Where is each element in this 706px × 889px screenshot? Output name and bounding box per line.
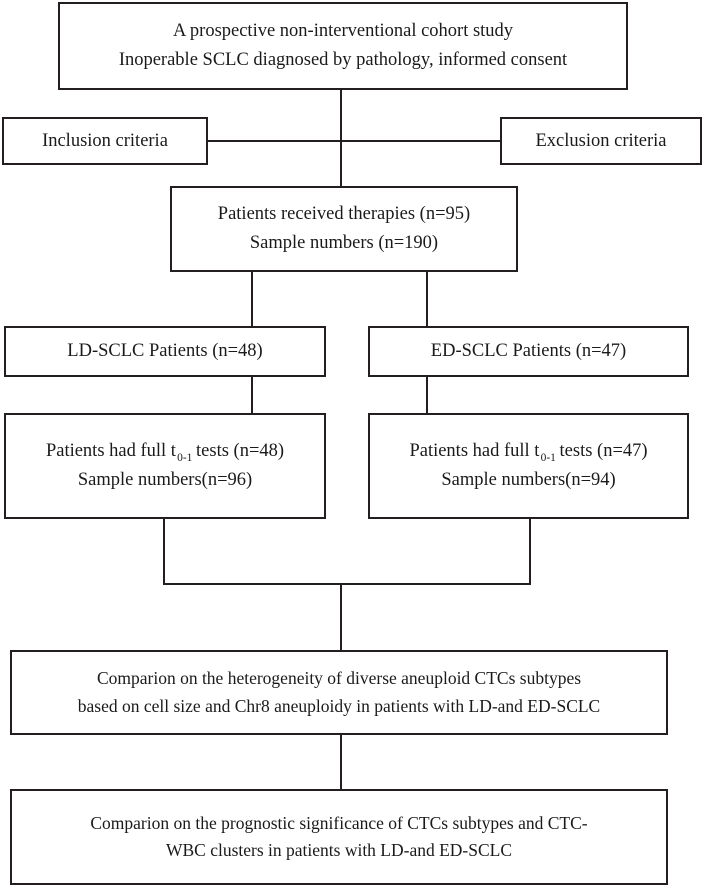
ld-patients-label: LD-SCLC Patients (n=48) (67, 341, 263, 362)
ed-tests-suffix: tests (n=47) (559, 441, 648, 462)
ed-tests-subscript: 0-1 (540, 452, 556, 465)
node-ld-sclc-patients: LD-SCLC Patients (n=48) (4, 326, 326, 377)
comparison-heterogeneity-line-1: Comparion on the heterogeneity of divers… (96, 668, 582, 689)
connector-heterogeneity-to-prognostic (340, 735, 342, 791)
node-comparison-heterogeneity: Comparion on the heterogeneity of divers… (10, 650, 668, 735)
ed-tests-prefix: Patients had full t (409, 441, 540, 462)
comparison-prognostic-line-1: Comparion on the prognostic significance… (90, 812, 588, 833)
node-enrolled-patients: Patients received therapies (n=95) Sampl… (170, 186, 518, 272)
ld-tests-subscript: 0-1 (177, 452, 193, 465)
node-study-header: A prospective non-interventional cohort … (58, 2, 628, 90)
ld-tests-prefix: Patients had full t (45, 441, 176, 462)
comparison-prognostic-line-2: WBC clusters in patients with LD-and ED-… (165, 840, 513, 860)
connector-exclusion-to-stem (341, 140, 500, 142)
node-exclusion-criteria: Exclusion criteria (500, 117, 702, 165)
ed-patients-label: ED-SCLC Patients (n=47) (430, 341, 627, 362)
connector-ed-to-ed-tests (426, 377, 428, 414)
comparison-heterogeneity-line-2: based on cell size and Chr8 aneuploidy i… (77, 695, 601, 716)
connector-enrolled-to-ld (251, 272, 253, 327)
connector-merge-bar (163, 583, 531, 585)
study-header-line-1: A prospective non-interventional cohort … (172, 21, 514, 42)
connector-header-to-enrolled (340, 90, 342, 186)
node-inclusion-criteria: Inclusion criteria (2, 117, 208, 165)
connector-ld-tests-down (163, 519, 165, 585)
connector-inclusion-to-stem (208, 140, 341, 142)
ld-tests-suffix: tests (n=48) (196, 441, 285, 462)
enrolled-line-1: Patients received therapies (n=95) (217, 204, 471, 225)
connector-ed-tests-down (529, 519, 531, 585)
ld-tests-line-2: Sample numbers(n=96) (77, 470, 253, 490)
connector-merge-to-comparison (340, 583, 342, 651)
node-comparison-prognostic: Comparion on the prognostic significance… (10, 789, 668, 885)
study-header-line-2: Inoperable SCLC diagnosed by pathology, … (118, 50, 568, 70)
node-ed-sclc-patients: ED-SCLC Patients (n=47) (368, 326, 689, 377)
ed-tests-line-2: Sample numbers(n=94) (441, 470, 616, 490)
connector-enrolled-to-ed (426, 272, 428, 327)
enrolled-line-2: Sample numbers (n=190) (249, 233, 439, 253)
connector-ld-to-ld-tests (251, 377, 253, 414)
exclusion-criteria-label: Exclusion criteria (535, 130, 667, 151)
inclusion-criteria-label: Inclusion criteria (42, 130, 168, 151)
